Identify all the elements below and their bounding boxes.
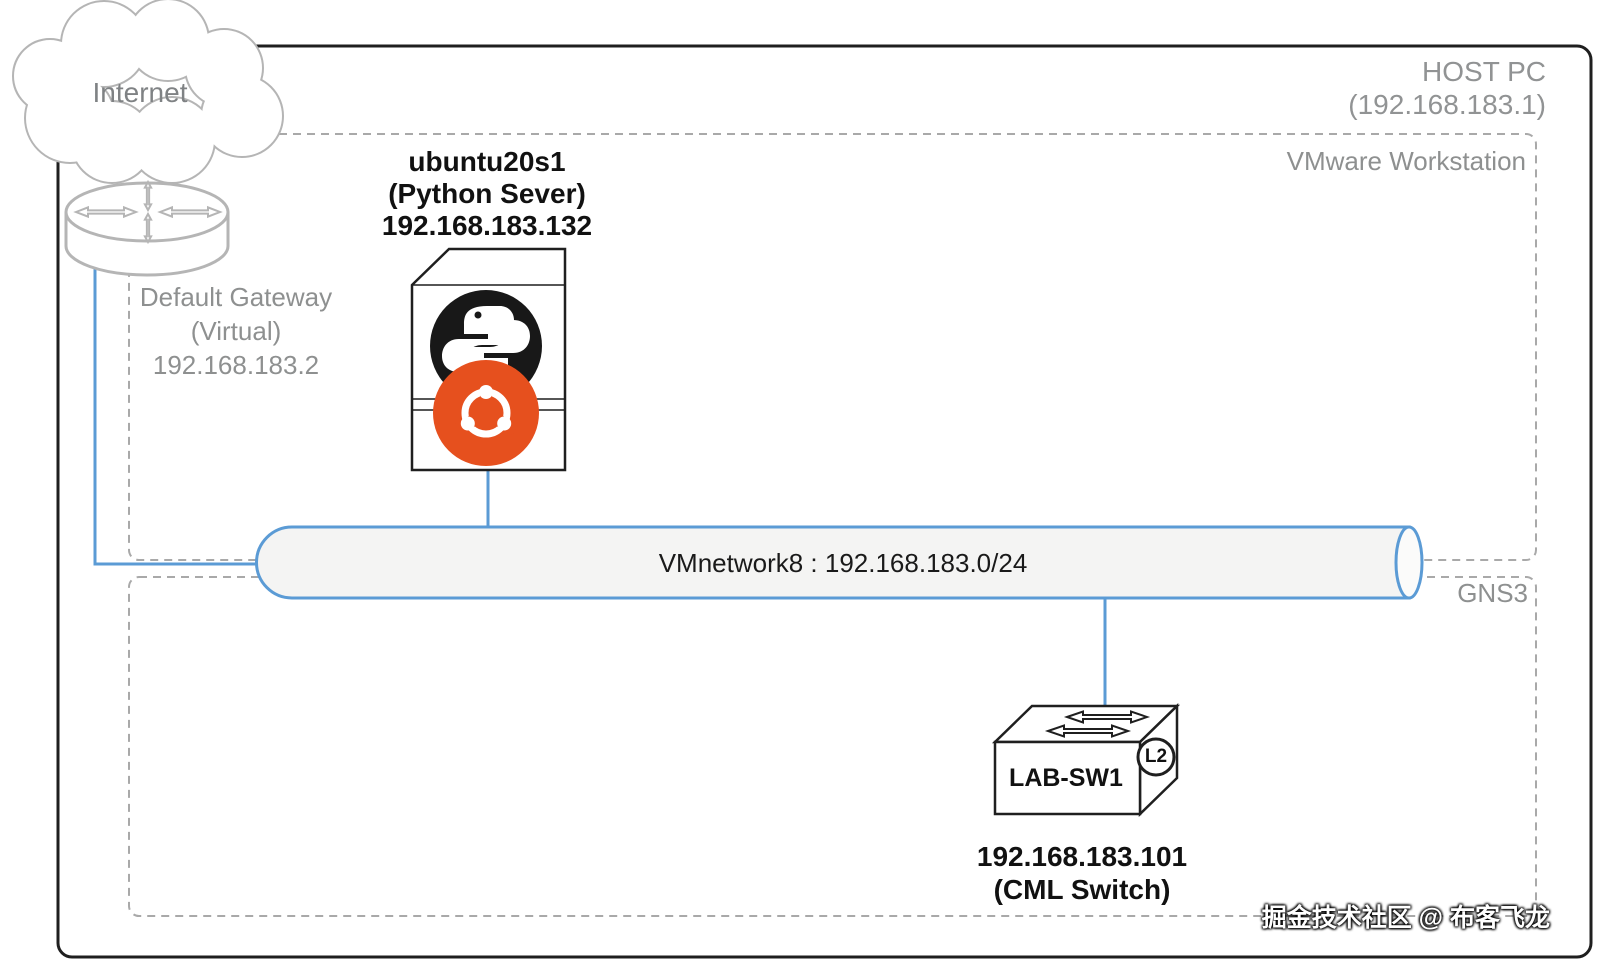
server-role: (Python Sever)	[388, 178, 586, 209]
switch-ip-label: 192.168.183.101 (CML Switch)	[977, 840, 1187, 906]
switch-role: (CML Switch)	[993, 874, 1171, 905]
server-icon	[410, 247, 567, 472]
switch-name-label: LAB-SW1	[1009, 764, 1123, 792]
gns3-label: GNS3	[1457, 578, 1528, 608]
gateway-title: Default Gateway	[139, 282, 333, 312]
switch-l2-badge-label: L2	[1144, 746, 1168, 767]
cloud-icon	[12, 0, 284, 184]
internet-label: Internet	[92, 77, 188, 108]
host-pc-box	[56, 44, 1593, 959]
l2-badge	[1136, 737, 1176, 777]
gateway-label: Default Gateway (Virtual) 192.168.183.2	[140, 280, 332, 382]
host-pc-label: HOST PC (192.168.183.1)	[1348, 55, 1546, 121]
switch-ip: 192.168.183.101	[976, 841, 1188, 872]
router-icon	[64, 182, 230, 277]
vmware-box	[128, 133, 1537, 561]
server-ip: 192.168.183.132	[381, 210, 593, 241]
ubuntu-logo	[433, 360, 539, 466]
gns3-box	[128, 576, 1537, 917]
network-label: VMnetwork8 : 192.168.183.0/24	[658, 548, 1028, 578]
gateway-ip: 192.168.183.2	[152, 350, 320, 380]
host-pc-ip: (192.168.183.1)	[1348, 89, 1546, 120]
pipe-icon	[254, 525, 1424, 600]
vmware-label: VMware Workstation	[1286, 146, 1526, 176]
connection-line-gateway	[93, 238, 258, 566]
host-pc-title: HOST PC	[1422, 56, 1546, 87]
watermark-text: 掘金技术社区 @ 布客飞龙	[1261, 904, 1550, 932]
l2-switch-icon	[991, 703, 1181, 817]
server-name: ubuntu20s1	[408, 146, 566, 177]
gateway-subtitle: (Virtual)	[190, 316, 282, 346]
server-label: ubuntu20s1 (Python Sever) 192.168.183.13…	[382, 146, 592, 242]
